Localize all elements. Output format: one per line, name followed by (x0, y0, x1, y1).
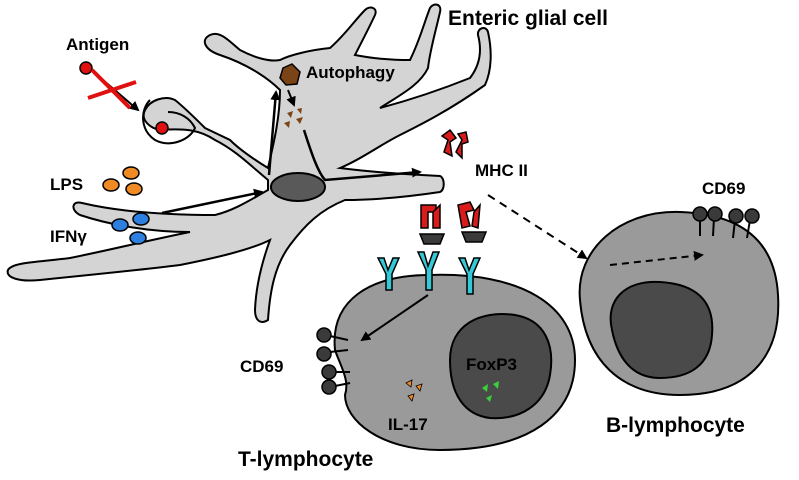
glial-cell-body (6, 3, 492, 323)
mhc-ii-complex-right (457, 201, 488, 243)
autophagy-group (267, 63, 422, 182)
label-cd69-t: CD69 (240, 357, 283, 376)
antigen-particle (79, 61, 93, 75)
stimulus-arrow (161, 188, 264, 215)
tcr-signal-arrow (360, 294, 429, 342)
label-b-lymphocyte: B-lymphocyte (606, 414, 745, 437)
cd69-t-receptors (316, 327, 351, 395)
label-il17: IL-17 (388, 415, 428, 434)
autophagy-fragments (284, 108, 303, 128)
blocked-x-icon (87, 68, 137, 110)
tcr-2 (416, 251, 441, 291)
b-internal-arrow (609, 250, 704, 266)
glial-nucleus (270, 172, 326, 202)
phagocytic-cup (142, 99, 197, 145)
b-lymphocyte-nucleus (609, 280, 714, 380)
mhc-ii-complex-left (418, 203, 446, 245)
label-ifn-gamma: IFNγ (50, 227, 87, 246)
antigen-group (79, 61, 140, 112)
b-lymphocyte (578, 210, 780, 397)
autophagosome (279, 63, 301, 86)
mhc-ii-free (440, 128, 469, 160)
label-foxp3: FoxP3 (466, 355, 517, 374)
foxp3-dots (482, 381, 499, 402)
tcr-3 (457, 257, 482, 295)
ifn-gamma-dots (111, 212, 150, 245)
autophagy-to-mhc-arrow (302, 129, 422, 182)
label-enteric-glial-cell: Enteric glial cell (448, 7, 608, 30)
enteric-glial-cell (6, 3, 492, 323)
tcr-receptors (376, 251, 482, 295)
cd69-b-receptors (692, 206, 760, 239)
label-autophagy: Autophagy (306, 63, 395, 82)
tcr-1 (376, 257, 401, 291)
label-mhc-ii: MHC II (475, 161, 528, 180)
t-lymphocyte (333, 273, 577, 452)
label-lps: LPS (50, 175, 83, 194)
nucleus-to-autophagy-arrow (267, 90, 281, 176)
lps-dots (102, 166, 143, 196)
t-lymphocyte-nucleus (448, 313, 553, 420)
label-antigen: Antigen (66, 35, 129, 54)
internalized-antigen (155, 121, 169, 135)
label-t-lymphocyte: T-lymphocyte (238, 448, 373, 471)
il17-dots (405, 379, 423, 402)
label-cd69-b: CD69 (702, 179, 745, 198)
glial-to-b-cell-arrow (487, 194, 588, 260)
